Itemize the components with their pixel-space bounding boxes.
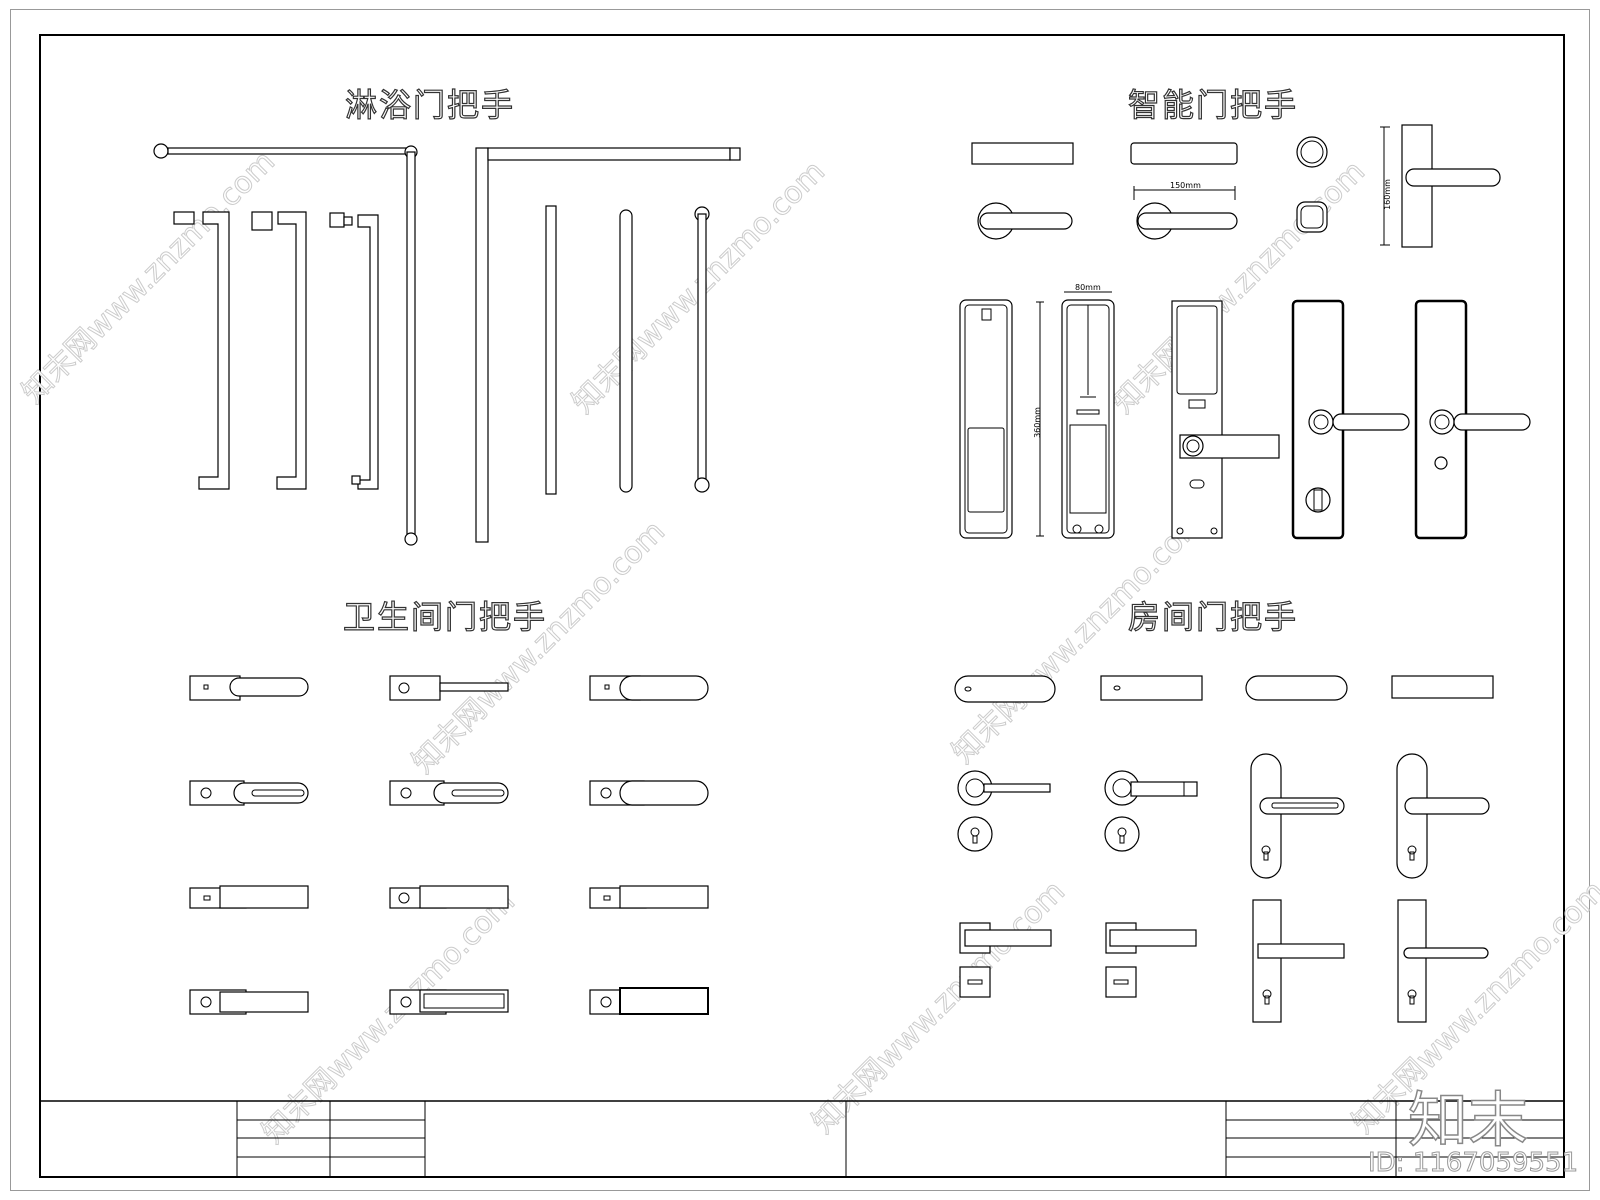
dim-label-80: 80mm [1075, 283, 1101, 292]
smart-handle-group [959, 124, 1531, 540]
title-shower-handles: 淋浴门把手 [344, 85, 516, 124]
shower-handle-group [153, 143, 741, 546]
title-block [40, 1100, 1565, 1176]
bathroom-handle-group [189, 675, 709, 1015]
dim-label-150: 150mm [1170, 181, 1201, 190]
outer-border [10, 9, 1590, 1191]
title-room-handles: 房间门把手 [1127, 597, 1299, 636]
title-smart-handles: 智能门把手 [1127, 85, 1299, 124]
watermark-id: ID: 1167059551 [1367, 1148, 1579, 1179]
watermark-logo: 知末 [1407, 1085, 1529, 1157]
drawing-border [39, 34, 1565, 1178]
room-handle-group [954, 675, 1494, 1023]
title-bathroom-handles: 卫生间门把手 [342, 597, 548, 636]
